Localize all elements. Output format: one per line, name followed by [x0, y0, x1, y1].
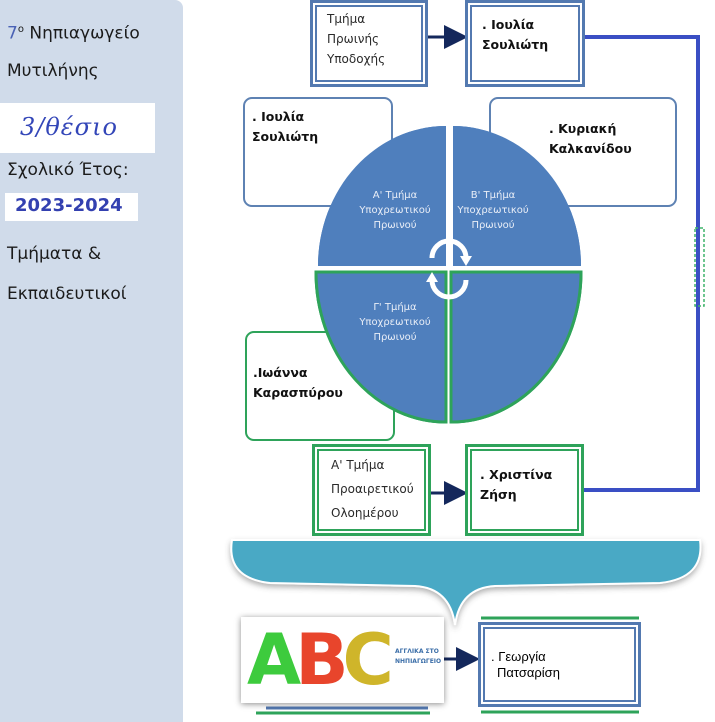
class-b-teacher-line1: . Κυριακή [549, 121, 617, 136]
class-a-label: Α' Τμήμα Υποχρεωτικού Πρωινού [350, 188, 440, 233]
english-image: ABC ΑΓΓΛΙΚΑ ΣΤΟ ΝΗΠΙΑΓΩΓΕΙΟ [241, 617, 444, 703]
class-b-label-line3: Πρωινού [471, 220, 515, 231]
english-caption: ΑΓΓΛΙΚΑ ΣΤΟ ΝΗΠΙΑΓΩΓΕΙΟ [395, 647, 441, 667]
all-day-line3: Ολοημέρου [331, 506, 399, 520]
school-number: 7 [7, 23, 18, 44]
school-year-label: Σχολικό Έτος: [7, 160, 129, 180]
class-b-label-line2: Υποχρεωτικού [457, 205, 529, 216]
letter-b: B [295, 619, 348, 701]
all-day-line1: Α' Τμήμα [331, 458, 385, 472]
connector-loop [583, 35, 700, 492]
class-c-teacher-line2: Καρασπύρου [253, 385, 343, 400]
class-a-label-line3: Πρωινού [373, 220, 417, 231]
school-year-band [5, 193, 138, 221]
all-day-teacher-box: . Χριστίνα Ζήση [465, 444, 584, 536]
section-title-line1: Τμήματα & [7, 244, 102, 264]
class-c-label: Γ' Τμήμα Υποχρεωτικού Πρωινού [350, 300, 440, 345]
english-teacher-box: . Γεωργία Πατσαρίση [478, 622, 641, 707]
early-reception-line2: Πρωινής [327, 32, 380, 46]
early-reception-box: Τμήμα Πρωινής Υποδοχής [310, 0, 428, 87]
school-name-line1: 7ο Νηπιαγωγείο [7, 19, 140, 45]
english-teacher-line1: . Γεωργία [491, 649, 546, 664]
all-day-teacher-line2: Ζήση [480, 487, 517, 502]
class-a-label-line2: Υποχρεωτικού [359, 205, 431, 216]
english-caption-line2: ΝΗΠΙΑΓΩΓΕΙΟ [395, 658, 442, 665]
connector-joint [694, 227, 705, 307]
brace-shape [230, 539, 702, 626]
all-day-line2: Προαιρετικού [331, 482, 414, 496]
all-day-box: Α' Τμήμα Προαιρετικού Ολοημέρου [312, 444, 431, 536]
class-a-label-line1: Α' Τμήμα [372, 190, 418, 201]
sidebar-panel: 7ο Νηπιαγωγείο Μυτιλήνης 3/θέσιο Σχολικό… [0, 0, 183, 722]
abc-letters: ABC [247, 619, 394, 701]
section-title-line2: Εκπαιδευτικοί [7, 284, 127, 304]
school-name-text: Νηπιαγωγείο [29, 23, 140, 44]
letter-c: C [342, 619, 394, 701]
school-number-sup: ο [17, 24, 24, 35]
class-a-teacher-line1: . Ιουλία [252, 109, 305, 124]
positions-band [0, 103, 155, 153]
early-reception-teacher-line2: Σουλιώτη [482, 37, 549, 52]
positions-label: 3/θέσιο [20, 113, 118, 141]
class-b-label: Β' Τμήμα Υποχρεωτικού Πρωινού [448, 188, 538, 233]
pie-quadrant-d [449, 270, 583, 424]
early-reception-line3: Υποδοχής [327, 52, 386, 66]
class-c-label-line1: Γ' Τμήμα [373, 302, 417, 313]
class-c-label-line2: Υποχρεωτικού [359, 317, 431, 328]
class-c-teacher-line1: .Ιωάννα [253, 365, 308, 380]
class-a-teacher-line2: Σουλιώτη [252, 129, 319, 144]
letter-a: A [247, 619, 301, 701]
early-reception-line1: Τμήμα [327, 12, 366, 26]
school-name-line2: Μυτιλήνης [7, 61, 99, 81]
class-b-teacher-line2: Καλκανίδου [549, 141, 632, 156]
early-reception-teacher-box: . Ιουλία Σουλιώτη [465, 0, 585, 87]
class-c-teacher-box: .Ιωάννα Καρασπύρου [245, 331, 395, 441]
english-teacher-line2: Πατσαρίση [497, 665, 560, 680]
school-year-value: 2023-2024 [15, 195, 123, 216]
class-b-label-line1: Β' Τμήμα [470, 190, 516, 201]
all-day-teacher-line1: . Χριστίνα [480, 467, 553, 482]
early-reception-teacher-line1: . Ιουλία [482, 17, 535, 32]
class-c-label-line3: Πρωινού [373, 332, 417, 343]
english-caption-line1: ΑΓΓΛΙΚΑ ΣΤΟ [395, 648, 439, 655]
